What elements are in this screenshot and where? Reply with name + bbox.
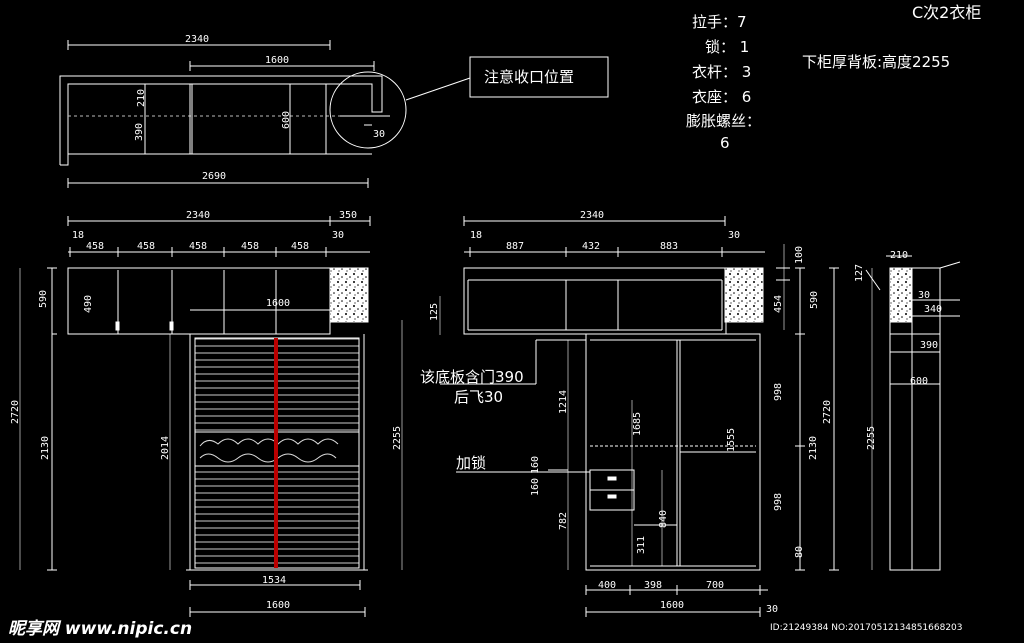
side-width-600: 600 — [910, 376, 928, 387]
interior-module-883: 883 — [660, 241, 678, 252]
front-total-height-2720: 2720 — [10, 400, 21, 424]
watermark-id: ID:21249384 NO:20170512134851668203 — [770, 623, 963, 633]
interior-bottom-398: 398 — [644, 580, 662, 591]
plan-width-1600: 1600 — [265, 55, 289, 66]
interior-left-18: 18 — [470, 230, 482, 241]
front-door-width-1534: 1534 — [262, 575, 286, 586]
front-module-2: 458 — [137, 241, 155, 252]
interior-width-2340: 2340 — [580, 210, 604, 221]
front-module-5: 458 — [291, 241, 309, 252]
front-module-4: 458 — [241, 241, 259, 252]
interior-bottom-1600: 1600 — [660, 600, 684, 611]
interior-module-432: 432 — [582, 241, 600, 252]
back-panel-note: 下柜厚背板:高度2255 — [802, 53, 950, 71]
interior-height-1555: 1555 — [726, 428, 737, 452]
plan-depth-210: 210 — [136, 89, 147, 107]
side-height-998-b: 998 — [773, 493, 784, 511]
hardware-locks: 锁： 1 — [705, 38, 749, 56]
interior-bottom-700: 700 — [706, 580, 724, 591]
front-inner-height-490: 490 — [83, 295, 94, 313]
plan-depth-390: 390 — [134, 123, 145, 141]
interior-height-1685: 1685 — [632, 412, 643, 436]
base-panel-note-2: 后飞30 — [454, 388, 503, 406]
side-height-998-a: 998 — [773, 383, 784, 401]
drawing-title: C次2衣柜 — [912, 3, 981, 22]
interior-module-887: 887 — [506, 241, 524, 252]
stone-pillar-left — [329, 267, 369, 323]
side-height-100: 100 — [794, 246, 805, 264]
interior-height-1214: 1214 — [558, 390, 569, 414]
interior-height-125: 125 — [429, 303, 440, 321]
side-height-127: 127 — [854, 264, 865, 282]
front-lower-height-2130: 2130 — [40, 436, 51, 460]
interior-elevation — [439, 216, 768, 617]
front-door-width-1600: 1600 — [266, 298, 290, 309]
side-height-590: 590 — [809, 291, 820, 309]
hardware-handles: 拉手：7 — [692, 13, 747, 31]
interior-height-160-a: 160 — [530, 456, 541, 474]
interior-right-30: 30 — [728, 230, 740, 241]
side-height-2720: 2720 — [822, 400, 833, 424]
callout-note: 注意收口位置 — [484, 68, 574, 86]
side-height-2255: 2255 — [866, 426, 877, 450]
side-height-80: 80 — [794, 546, 805, 558]
base-panel-note-1: 该底板含门390 — [420, 368, 524, 386]
front-side-height-2255: 2255 — [392, 426, 403, 450]
interior-height-840: 840 — [658, 510, 669, 528]
interior-height-160-b: 160 — [530, 478, 541, 496]
side-width-30: 30 — [918, 290, 930, 301]
front-width-350: 350 — [339, 210, 357, 221]
plan-view — [59, 40, 609, 188]
plan-width-2690: 2690 — [202, 171, 226, 182]
interior-height-311: 311 — [636, 536, 647, 554]
lock-note: 加锁 — [456, 454, 486, 472]
front-right-30: 30 — [332, 230, 344, 241]
front-elevation — [19, 216, 403, 617]
front-width-2340: 2340 — [186, 210, 210, 221]
front-door-height-2014: 2014 — [160, 436, 171, 460]
side-height-454: 454 — [773, 295, 784, 313]
hardware-seats: 衣座： 6 — [692, 88, 751, 106]
stone-pillar-side — [889, 267, 913, 323]
side-width-210: 210 — [890, 250, 908, 261]
side-elevation — [776, 244, 961, 571]
interior-bottom-30: 30 — [766, 604, 778, 615]
front-module-3: 458 — [189, 241, 207, 252]
plan-width-2340: 2340 — [185, 34, 209, 45]
hardware-bolts-count: 6 — [720, 134, 730, 152]
interior-bottom-400: 400 — [598, 580, 616, 591]
side-width-390: 390 — [920, 340, 938, 351]
side-width-340: 340 — [924, 304, 942, 315]
stone-pillar-right — [724, 267, 764, 323]
watermark-logo: 昵享网 www.nipic.cn — [8, 619, 192, 639]
plan-depth-600: 600 — [281, 111, 292, 129]
front-bottom-width-1600: 1600 — [266, 600, 290, 611]
plan-gap-30: 30 — [373, 129, 385, 140]
front-module-1: 458 — [86, 241, 104, 252]
sliding-doors — [194, 337, 360, 569]
front-top-height-590: 590 — [38, 290, 49, 308]
hardware-rods: 衣杆： 3 — [692, 63, 751, 81]
front-left-18: 18 — [72, 230, 84, 241]
side-height-2130: 2130 — [808, 436, 819, 460]
interior-height-782: 782 — [558, 512, 569, 530]
hardware-bolts: 膨胀螺丝： — [686, 112, 761, 130]
